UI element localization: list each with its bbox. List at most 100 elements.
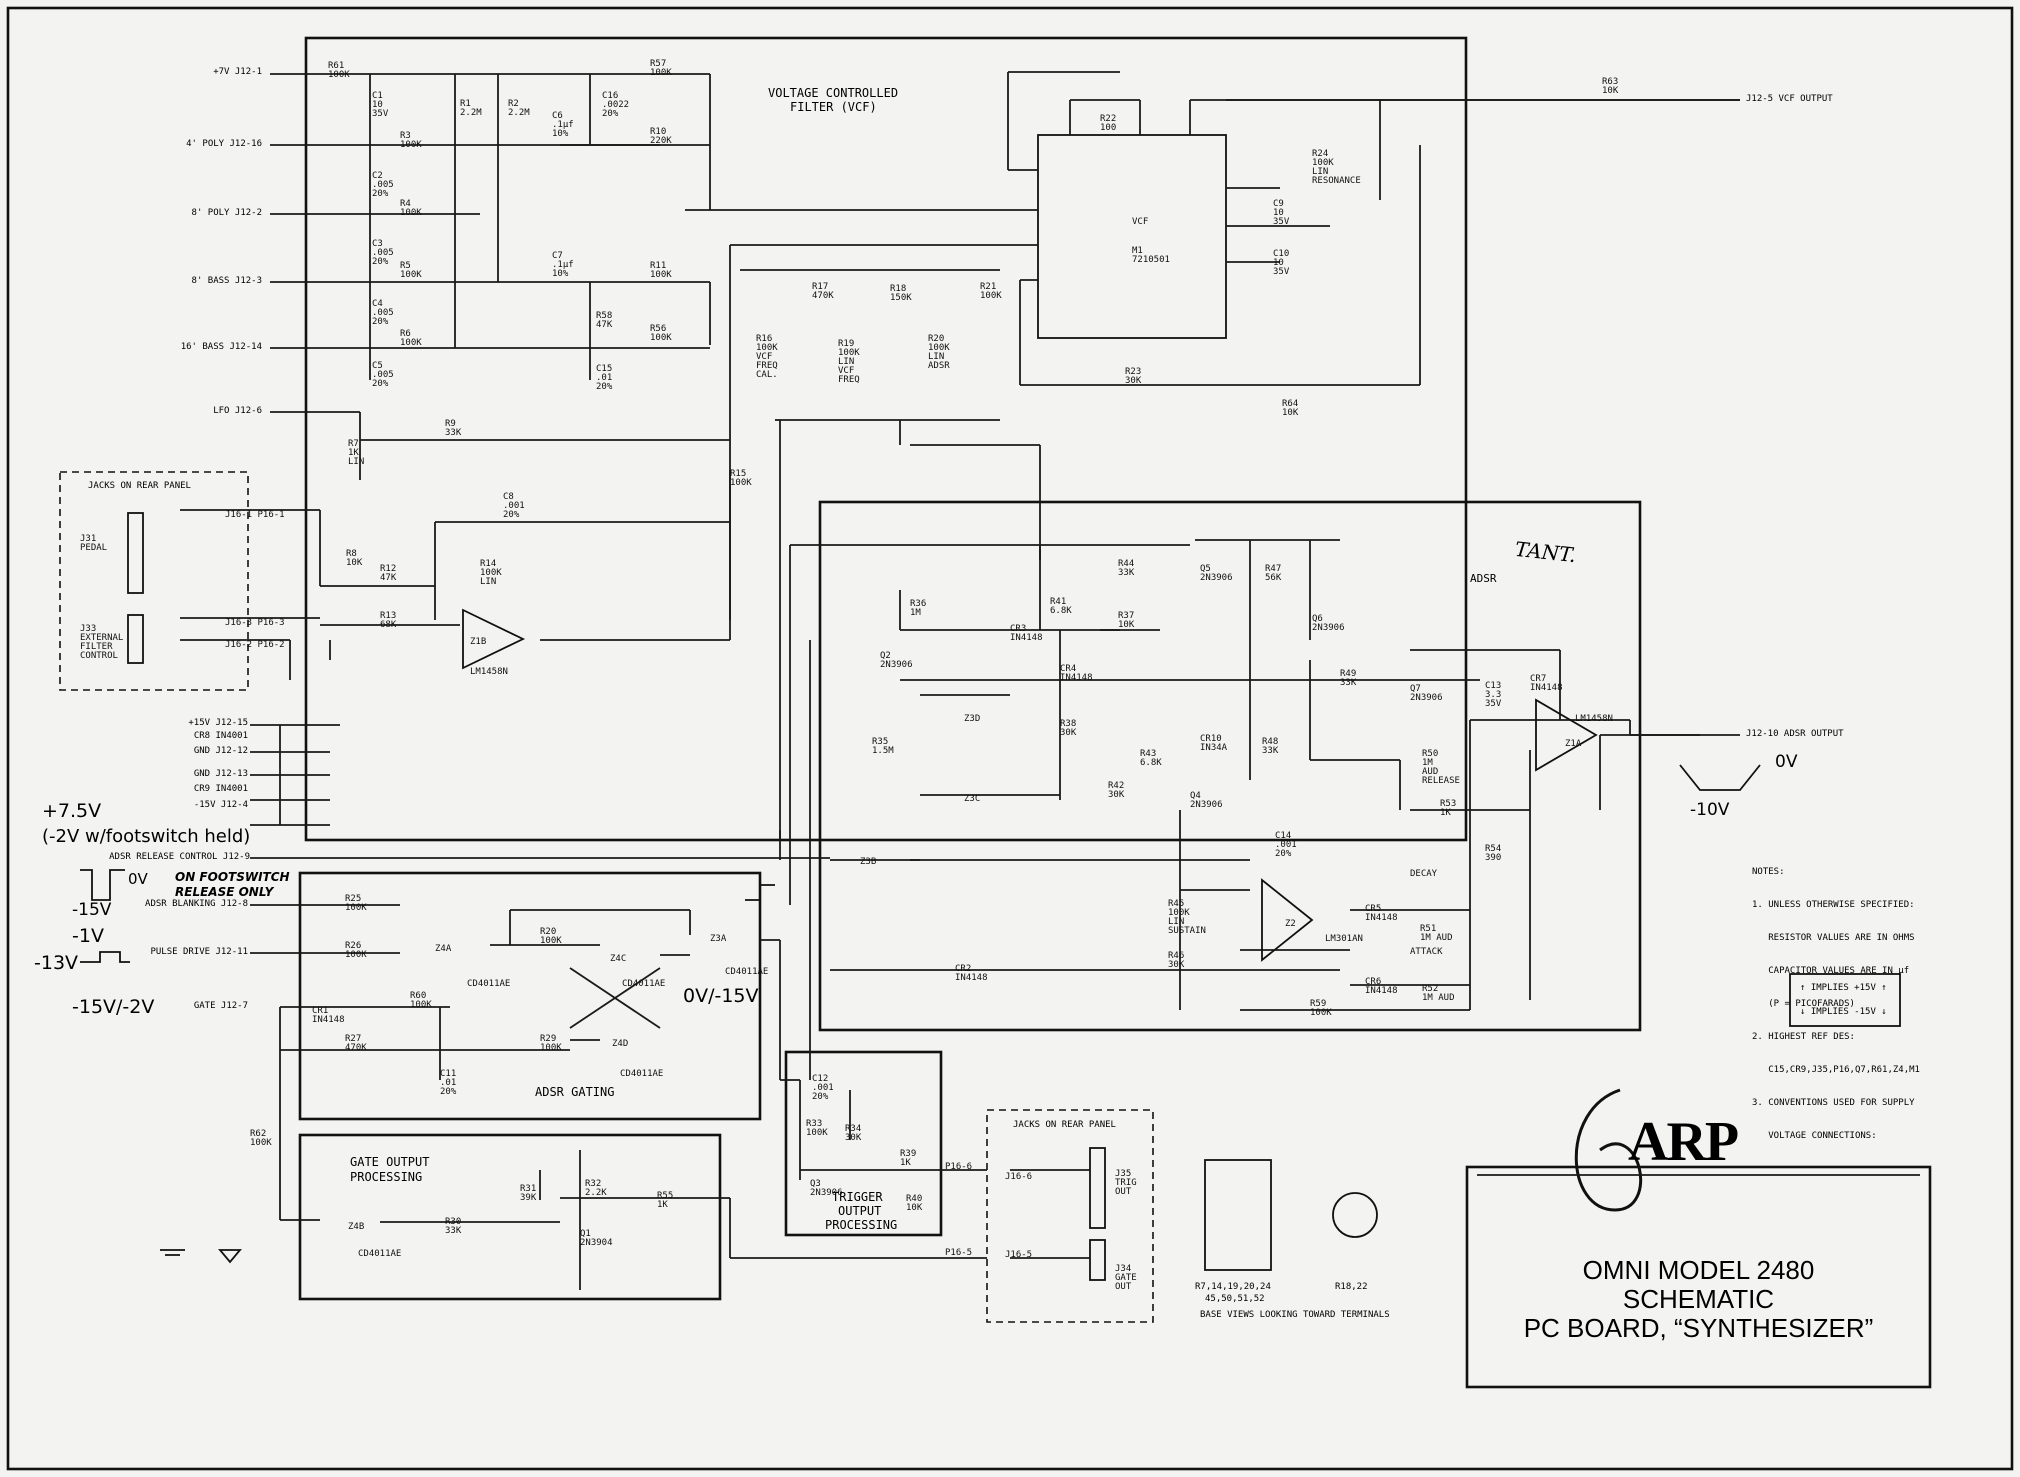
title-model: OMNI MODEL 2480 xyxy=(1582,1255,1815,1285)
component-r47: R47 56K xyxy=(1265,564,1282,583)
section-gate-output-label: GATE OUTPUT xyxy=(350,1155,430,1169)
component-r64: R64 10K xyxy=(1282,399,1299,418)
input-adsr-blanking: ADSR BLANKING J12-8 xyxy=(145,899,248,909)
arp-logo-clef xyxy=(1574,1088,1643,1212)
hand-release-only: RELEASE ONLY xyxy=(175,885,274,899)
component-r37: R37 10K xyxy=(1118,611,1135,630)
gate-out-wires xyxy=(280,640,1090,1290)
component-cr4: CR4 IN4148 xyxy=(1060,664,1093,683)
component-c10: C10 10 35V xyxy=(1273,249,1290,277)
component-r18: R18 150K xyxy=(890,284,912,303)
component-j35: J35 TRIG OUT xyxy=(1115,1169,1137,1197)
component-j31: J31 PEDAL xyxy=(80,534,108,553)
component-z4c: Z4C xyxy=(610,954,627,964)
component-cr7: CR7 IN4148 xyxy=(1530,674,1563,693)
component-lm1458n: LM1458N xyxy=(470,667,508,677)
component-vcf: VCF xyxy=(1132,217,1149,227)
gating-wires xyxy=(250,857,830,1220)
component-r29: R29 100K xyxy=(540,1034,562,1053)
pin-label: J16-6 xyxy=(1005,1172,1033,1182)
hand-adsr-neg10v: -10V xyxy=(1690,800,1730,820)
note-line: VOLTAGE CONNECTIONS: xyxy=(1752,1131,1877,1141)
component-r45: R45 100K LIN SUSTAIN xyxy=(1168,899,1206,936)
component-r26: R26 100K xyxy=(345,941,367,960)
component-cd4011ae: CD4011AE xyxy=(725,967,769,977)
component-r27: R27 470K xyxy=(345,1034,367,1053)
component-r15: R15 100K xyxy=(730,469,752,488)
opamp-z2 xyxy=(1261,878,1314,962)
opamp-z1b xyxy=(462,608,526,670)
component-r9: R9 33K xyxy=(445,419,462,438)
component-c1: C1 10 35V xyxy=(372,91,389,119)
component-c9: C9 10 35V xyxy=(1273,199,1290,227)
component-attack: ATTACK xyxy=(1410,947,1443,957)
component-r21: R21 100K xyxy=(980,282,1002,301)
hand-adsr-0v: 0V xyxy=(1775,752,1798,772)
component-q4: Q4 2N3906 xyxy=(1190,791,1223,810)
component-r24: R24 100K LIN RESONANCE xyxy=(1312,149,1361,186)
input-gate: GATE J12-7 xyxy=(193,1001,248,1011)
title-pc-board: PC BOARD, “SYNTHESIZER” xyxy=(1523,1313,1874,1343)
component-r48: R48 33K xyxy=(1262,737,1279,756)
output-adsr: J12-10 ADSR OUTPUT xyxy=(1746,729,1844,739)
component-r42: R42 30K xyxy=(1108,781,1125,800)
hand-tant: TANT. xyxy=(1513,536,1578,568)
component-r2: R2 2.2M xyxy=(508,99,530,118)
input-16-bass: 16' BASS J12-14 xyxy=(180,342,262,352)
component-c4: C4 .005 20% xyxy=(372,299,394,327)
input-adsr-release: ADSR RELEASE CONTROL J12-9 xyxy=(109,852,250,862)
power-15v: +15V J12-15 xyxy=(188,718,248,728)
component-c7: C7 .1μf 10% xyxy=(552,251,574,279)
component-r52: R52 1M AUD xyxy=(1422,984,1455,1003)
component-c15: C15 .01 20% xyxy=(596,364,613,392)
component-cr10: CR10 IN34A xyxy=(1200,734,1228,753)
component-c12: C12 .001 20% xyxy=(812,1074,834,1102)
component-q1: Q1 2N3904 xyxy=(580,1229,613,1248)
section-gate-output-label-2: PROCESSING xyxy=(350,1170,423,1184)
component-r50: R50 1M AUD RELEASE xyxy=(1422,749,1460,786)
adsr-gating-frame xyxy=(298,871,762,1121)
component-cd4011ae: CD4011AE xyxy=(467,979,511,989)
component-r36: R36 1M xyxy=(910,599,927,618)
component-c13: C13 3.3 35V xyxy=(1485,681,1502,709)
vcf-block-frame xyxy=(304,36,1468,842)
component-r35: R35 1.5M xyxy=(872,737,894,756)
vcf-chip-m1 xyxy=(1037,134,1227,339)
hand-footswitch-held: (-2V w/footswitch held) xyxy=(42,826,251,847)
note-line: C15,CR9,J35,P16,Q7,R61,Z4,M1 xyxy=(1752,1065,1920,1075)
component-j34: J34 GATE OUT xyxy=(1115,1264,1137,1292)
component-r12: R12 47K xyxy=(380,564,397,583)
note-line: 2. HIGHEST REF DES: xyxy=(1752,1032,1855,1042)
component-r59: R59 100K xyxy=(1310,999,1332,1018)
component-r1: R1 2.2M xyxy=(460,99,482,118)
component-r17: R17 470K xyxy=(812,282,834,301)
input-wires xyxy=(270,73,1038,860)
component-c16: C16 .0022 20% xyxy=(602,91,630,119)
component-r49: R49 33K xyxy=(1340,669,1357,688)
section-vcf-label-2: FILTER (VCF) xyxy=(790,100,877,114)
component-z1a: Z1A xyxy=(1565,739,1582,749)
section-adsr-gating-label: ADSR GATING xyxy=(535,1085,615,1099)
opamp-z1a xyxy=(1535,698,1598,772)
pin-label: P16-5 xyxy=(945,1248,973,1258)
power-gnd-13: GND J12-13 xyxy=(193,769,248,779)
component-c5: C5 .005 20% xyxy=(372,361,394,389)
power-cr8: CR8 IN4001 xyxy=(193,731,248,741)
component-r10: R10 220K xyxy=(650,127,672,146)
component-r61: R61 100K xyxy=(328,61,350,80)
component-r3: R3 100K xyxy=(400,131,422,150)
gate-output-frame xyxy=(298,1133,722,1301)
component-r58: R58 47K xyxy=(596,311,613,330)
arp-logo: ARP xyxy=(1628,1111,1739,1173)
component-r38: R38 30K xyxy=(1060,719,1077,738)
input-7v: +7V J12-1 xyxy=(213,67,262,77)
note-line: RESISTOR VALUES ARE IN OHMS xyxy=(1752,933,1915,943)
component-r60: R60 100K xyxy=(410,991,432,1010)
jack-j35 xyxy=(1089,1147,1106,1229)
hand-7-5v: +7.5V xyxy=(42,800,102,822)
pin-label: J16-2 P16-2 xyxy=(225,640,285,650)
wave-adsr-blanking xyxy=(80,869,125,901)
component-cd4011ae: CD4011AE xyxy=(622,979,666,989)
component-q6: Q6 2N3906 xyxy=(1312,614,1345,633)
